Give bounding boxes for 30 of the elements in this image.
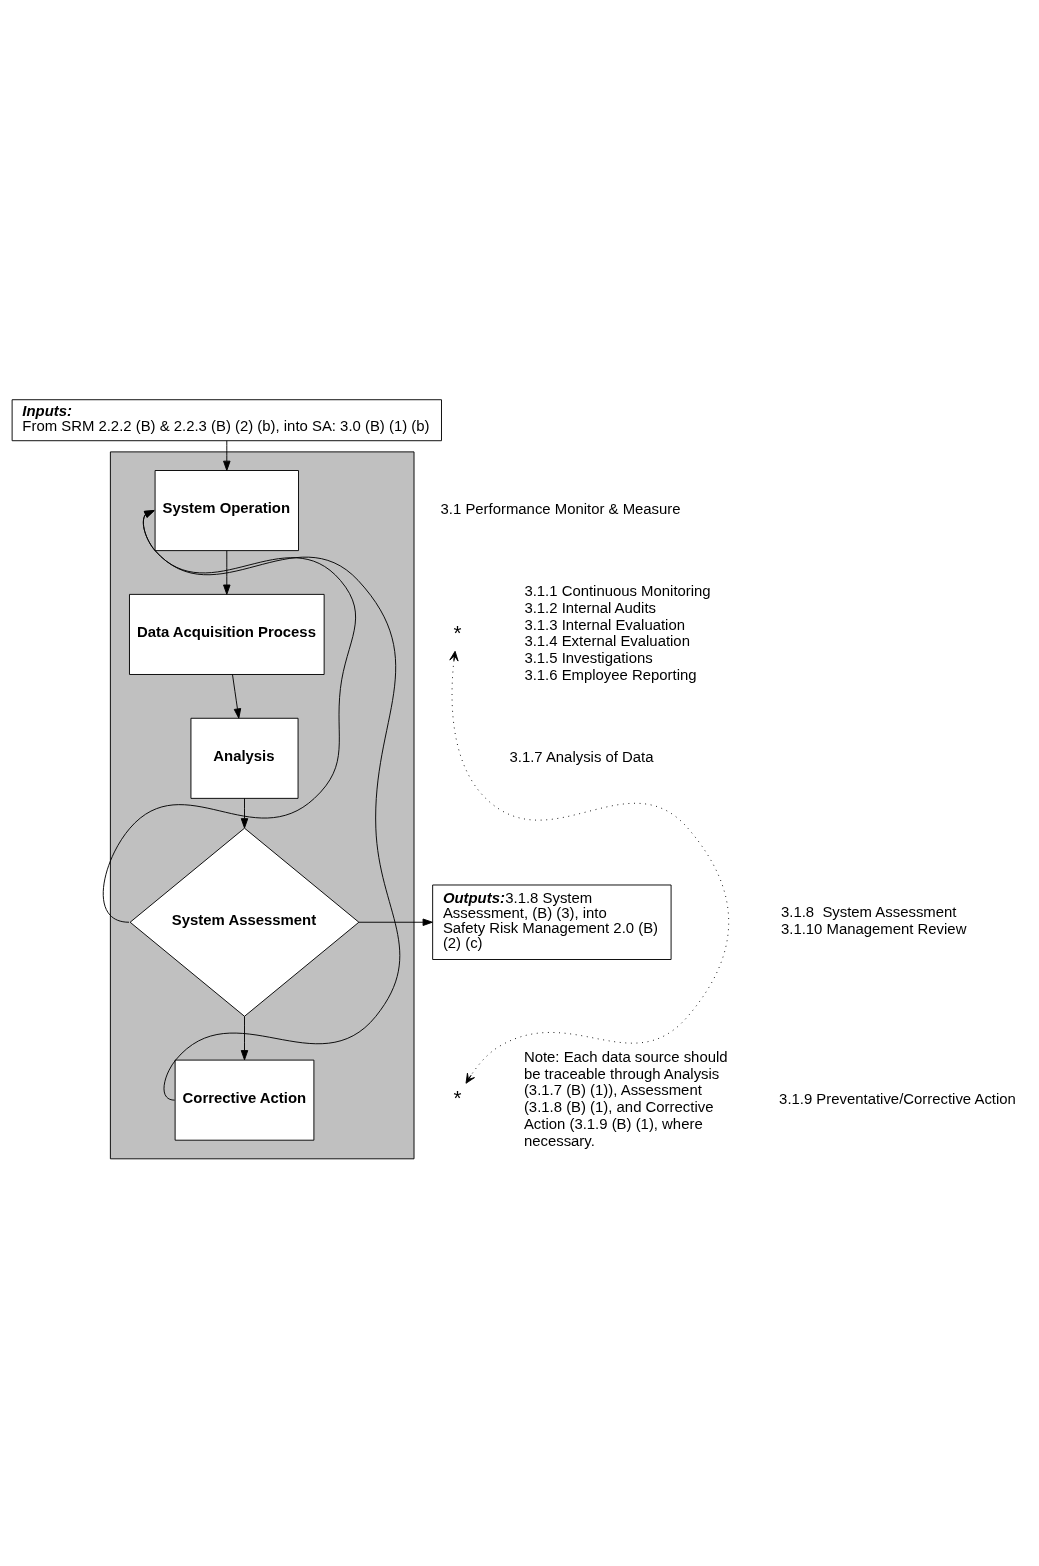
- node-text: *: [453, 1086, 462, 1110]
- node-box: Outputs:3.1.8 System Assessment, (B) (3), into Safety Risk Management 2.0 (B) (2) (c): [432, 884, 672, 960]
- label: 3.1.1 Continuous Monitoring: [524, 583, 711, 600]
- node-box: System Operation: [154, 470, 299, 552]
- arrow: [358, 918, 433, 926]
- arrow: [223, 550, 231, 595]
- arrow: [232, 674, 242, 719]
- label: 3.1.2 Internal Audits: [524, 599, 657, 616]
- node-diamond: System Assessment: [129, 827, 360, 1017]
- label: 3.1 Performance Monitor & Measure: [440, 501, 681, 518]
- node-text: *: [453, 620, 462, 644]
- label: 3.1.7 Analysis of Data: [509, 748, 654, 765]
- label: 3.1.6 Employee Reporting: [524, 666, 697, 683]
- label: 3.1.4 External Evaluation: [524, 633, 690, 650]
- arrow: [223, 440, 231, 471]
- node-box: Analysis: [190, 717, 299, 799]
- label: 3.1.9 Preventative/Corrective Action: [779, 1090, 1016, 1107]
- node-box: Data Acquisition Process: [129, 593, 325, 675]
- label: 3.1.3 Internal Evaluation: [524, 616, 685, 633]
- arrow: [449, 650, 730, 1084]
- label: 3.1.10 Management Review: [780, 921, 967, 938]
- arrow: [240, 1015, 249, 1061]
- label: Note: Each data source should be traceable through Analysis (3.1.7 (B) (1)), Assessment (3.1.8 (B) (1), and Corrective Action (3.1.9 (B) (1), where necessary.: [523, 1048, 728, 1149]
- label: 3.1.8 System Assessment: [780, 904, 957, 921]
- cluster: [109, 451, 415, 1160]
- node-box: Inputs: From SRM 2.2.2 (B) & 2.2.3 (B) (2) (b), into SA: 3.0 (B) (1) (b): [11, 399, 442, 442]
- node-box: Corrective Action: [174, 1059, 315, 1141]
- label: 3.1.5 Investigations: [524, 650, 653, 667]
- arrow: [240, 798, 249, 829]
- arrow: [142, 510, 401, 1101]
